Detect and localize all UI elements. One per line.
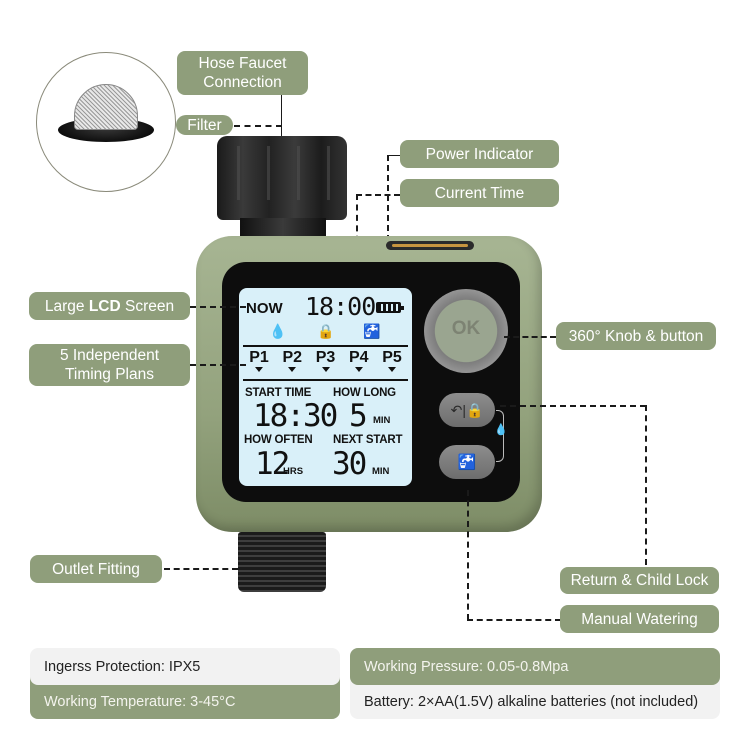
callout-filter: Filter — [176, 115, 233, 135]
callout-timing-plans-line1: 5 Independent — [59, 347, 160, 364]
spec-working-pressure: Working Pressure: 0.05-0.8Mpa — [350, 648, 720, 685]
callout-filter-text: Filter — [187, 116, 222, 134]
callout-return-child-lock: Return & Child Lock — [560, 567, 719, 594]
lcd-how-long-unit: MIN — [373, 415, 391, 426]
lcd-start-time-label: START TIME — [245, 387, 312, 399]
leader-knob-button — [504, 336, 556, 338]
faucet-icon: 🚰 — [457, 454, 477, 471]
ok-knob-button[interactable]: OK — [424, 289, 508, 373]
lcd-next-start-label: NEXT START — [333, 434, 403, 446]
plan-indicator-icon — [321, 367, 330, 372]
spec-working-pressure-text: Working Pressure: 0.05-0.8Mpa — [364, 658, 569, 675]
lcd-divider — [243, 379, 408, 381]
button-bracket — [496, 410, 504, 462]
lcd-screen: NOW 18:00 💧 🔒 🚰 P1 P2 P3 P4 P5 START TIM… — [239, 288, 412, 486]
spec-ingress-protection-text: Ingerss Protection: IPX5 — [44, 658, 201, 675]
callout-outlet-fitting: Outlet Fitting — [30, 555, 162, 583]
leader-large-lcd — [190, 306, 246, 308]
leader-return-lock-h — [500, 405, 646, 407]
spec-ingress-protection: Ingerss Protection: IPX5 — [30, 648, 340, 685]
connector-neck — [240, 218, 326, 240]
ok-knob-label: OK — [451, 318, 481, 339]
water-drop-icon: 💧 — [494, 424, 508, 436]
leader-return-lock-v — [645, 405, 647, 565]
callout-timing-plans-line2: Timing Plans — [64, 366, 154, 383]
lock-icon: 🔒 — [317, 323, 335, 339]
callout-return-child-lock-text: Return & Child Lock — [570, 572, 709, 589]
battery-full-icon — [376, 302, 404, 313]
lcd-now-label: NOW — [246, 300, 283, 317]
callout-current-time: Current Time — [400, 179, 559, 207]
lcd-next-start-unit: MIN — [372, 466, 390, 477]
plan-indicator-icon — [288, 367, 297, 372]
callout-timing-plans: 5 Independent Timing Plans — [29, 344, 190, 386]
lcd-timing-plans: P1 P2 P3 P4 P5 — [244, 349, 407, 372]
faucet-icon: 🚰 — [363, 323, 381, 339]
callout-knob-button: 360° Knob & button — [556, 322, 716, 350]
lcd-plan-p5: P5 — [377, 349, 407, 372]
lcd-how-often-value: 12 — [255, 446, 290, 482]
callout-hose-faucet-line2: Connection — [203, 74, 282, 91]
power-indicator-light — [386, 241, 474, 250]
plan-indicator-icon — [354, 367, 363, 372]
leader-manual-watering-v — [467, 490, 469, 620]
water-drop-icon: 💧 — [269, 323, 287, 339]
plan-indicator-icon — [255, 367, 263, 372]
lcd-plan-p1: P1 — [244, 349, 274, 372]
lcd-how-long-value: 5 — [349, 398, 368, 434]
lcd-how-often-label: HOW OFTEN — [244, 434, 313, 446]
callout-hose-faucet-connection: Hose Faucet Connection — [177, 51, 308, 95]
return-lock-icon: ↶|🔒 — [450, 401, 484, 418]
lcd-start-time-value: 18:30 — [253, 398, 338, 434]
leader-filter — [234, 125, 282, 127]
callout-manual-watering: Manual Watering — [560, 605, 719, 633]
lcd-plan-p2: P2 — [277, 349, 307, 372]
callout-power-indicator: Power Indicator — [400, 140, 559, 168]
leader-outlet-fitting — [164, 568, 238, 570]
leader-hose-faucet — [281, 95, 282, 137]
leader-current-time-h — [356, 194, 400, 196]
callout-manual-watering-text: Manual Watering — [581, 610, 698, 628]
manual-watering-button[interactable]: 🚰 — [439, 445, 495, 479]
callout-knob-button-text: 360° Knob & button — [568, 327, 704, 345]
return-child-lock-button[interactable]: ↶|🔒 — [439, 393, 495, 427]
lcd-divider — [243, 345, 408, 347]
leader-power-indicator-v — [387, 155, 389, 301]
lcd-how-often-unit: HRS — [283, 466, 304, 477]
lcd-next-start-value: 30 — [332, 446, 367, 482]
callout-outlet-fitting-text: Outlet Fitting — [52, 560, 140, 578]
hose-faucet-connector — [217, 136, 347, 220]
leader-power-indicator-h — [387, 155, 400, 156]
callout-large-lcd-text: Large LCD Screen — [44, 297, 175, 315]
lcd-how-long-label: HOW LONG — [333, 387, 396, 399]
leader-timing-plans — [190, 364, 246, 366]
callout-current-time-text: Current Time — [434, 184, 525, 202]
spec-battery-text: Battery: 2×AA(1.5V) alkaline batteries (… — [364, 693, 699, 710]
callout-power-indicator-text: Power Indicator — [425, 145, 534, 163]
callout-hose-faucet-line1: Hose Faucet — [198, 55, 287, 72]
leader-manual-watering-h — [467, 619, 561, 621]
lcd-plan-p4: P4 — [344, 349, 374, 372]
lcd-current-time: 18:00 — [305, 292, 376, 321]
plan-indicator-icon — [388, 367, 396, 372]
spec-working-temperature-text: Working Temperature: 3-45°C — [44, 693, 236, 710]
outlet-fitting — [238, 532, 326, 592]
lcd-plan-p3: P3 — [311, 349, 341, 372]
callout-large-lcd-screen: Large LCD Screen — [29, 292, 190, 320]
